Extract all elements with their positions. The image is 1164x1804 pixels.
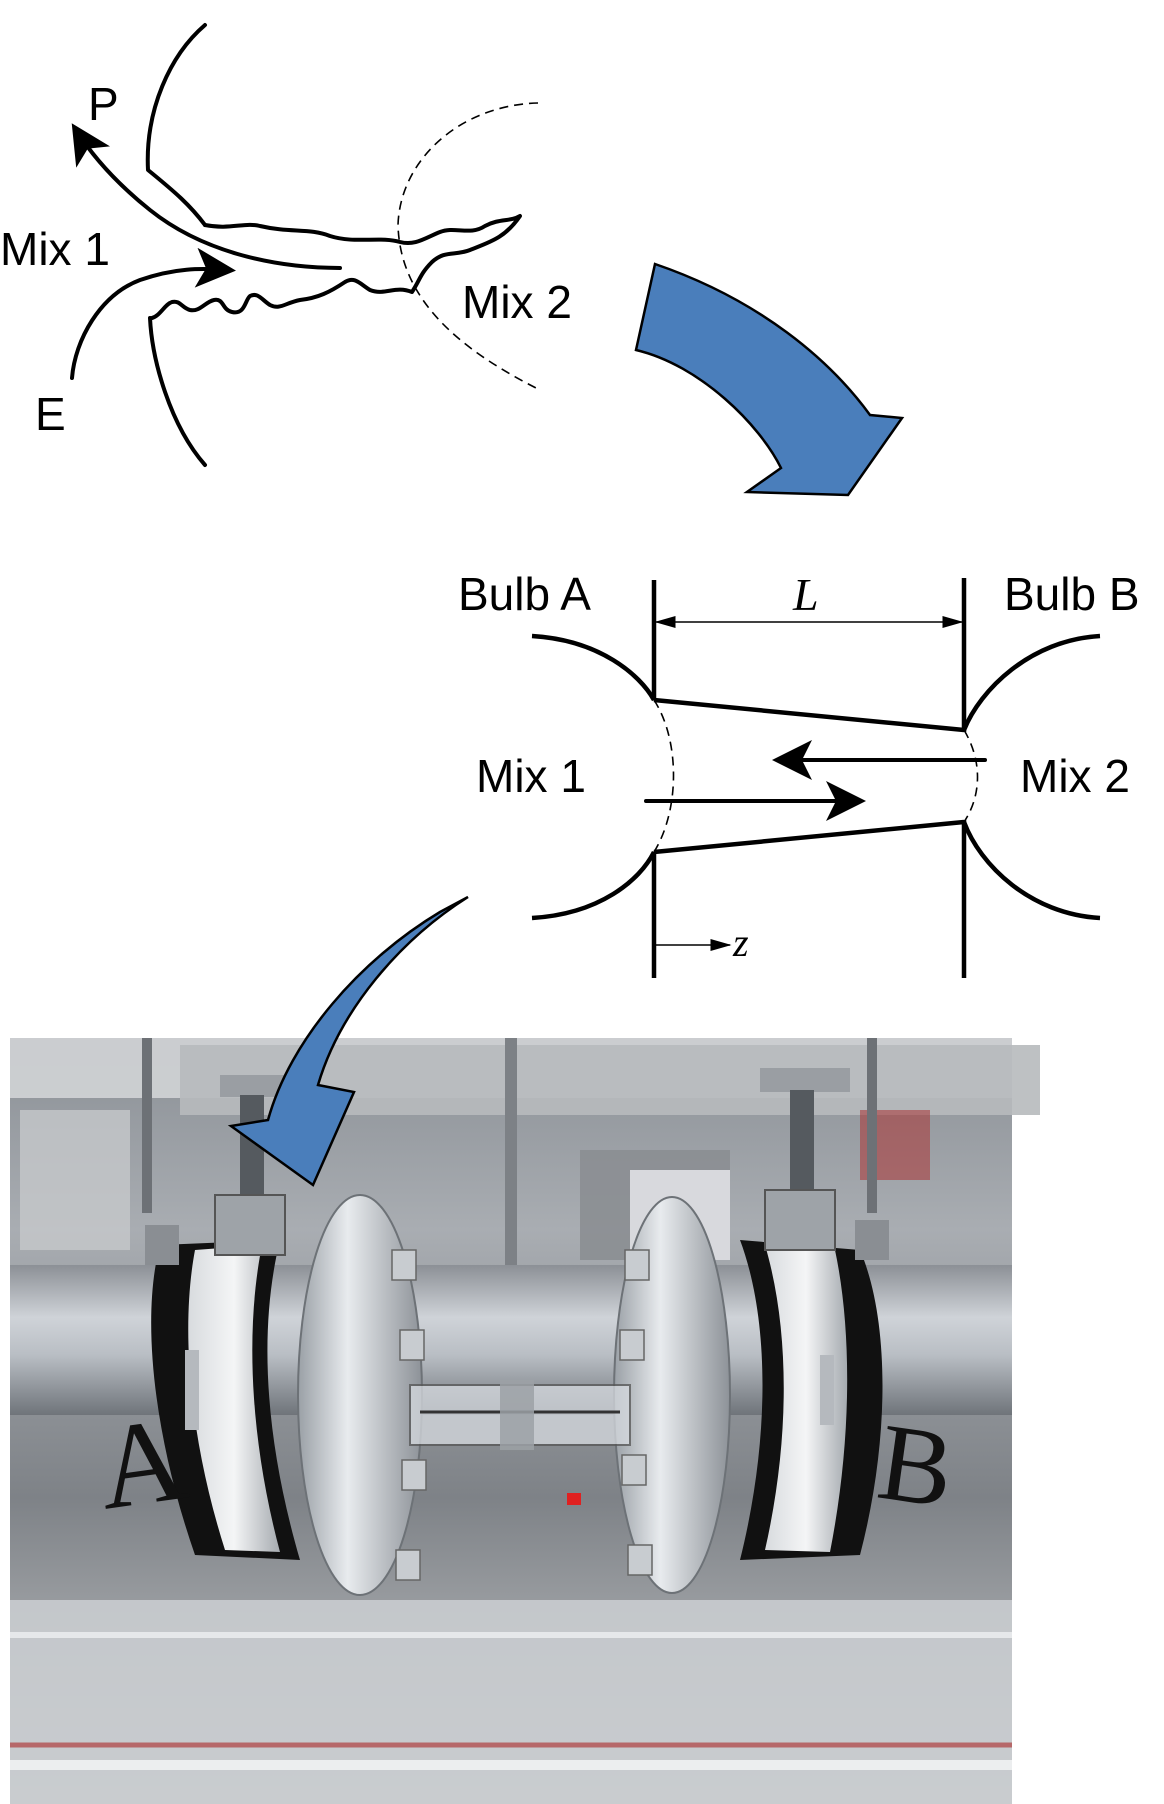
interface-right [963, 729, 979, 823]
transition-arrow-1 [634, 262, 905, 497]
label-mix2-schematic: Mix 2 [1020, 750, 1130, 802]
bulb-b-upper [961, 633, 1101, 731]
sketch-lower-boundary [148, 316, 207, 467]
bulb-a-lower [531, 850, 657, 921]
sketch-upper-boundary [145, 23, 207, 227]
bulb-b-lower [961, 821, 1101, 921]
sketch-interface-finger [150, 214, 522, 320]
label-p: P [88, 78, 119, 130]
interface-left [653, 699, 675, 853]
tube-schematic: L z Bulb A Bulb B Mix 1 Mix 2 [458, 568, 1140, 978]
tube-top-wall [653, 697, 965, 733]
tube-bottom-wall [653, 819, 965, 855]
photo-marker-a: A [90, 1391, 194, 1535]
e-flow-arrow [70, 247, 236, 380]
vortex-sketch: P Mix 1 E Mix 2 [0, 23, 572, 467]
mix2-dashed-region [397, 102, 541, 391]
label-mix2-sketch: Mix 2 [462, 276, 572, 328]
p-flow-arrow [71, 123, 342, 270]
photo-marker-b: B [871, 1400, 961, 1531]
bulb-a-upper [531, 633, 656, 702]
label-e: E [35, 388, 66, 440]
label-mix1-schematic: Mix 1 [476, 750, 586, 802]
label-z: z [732, 920, 749, 965]
label-bulb-b: Bulb B [1004, 568, 1140, 620]
transition-arrow-2 [227, 895, 469, 1187]
apparatus-photo: A B [10, 1038, 1040, 1804]
label-mix1-sketch: Mix 1 [0, 223, 110, 275]
label-length: L [792, 569, 819, 620]
label-bulb-a: Bulb A [458, 568, 591, 620]
